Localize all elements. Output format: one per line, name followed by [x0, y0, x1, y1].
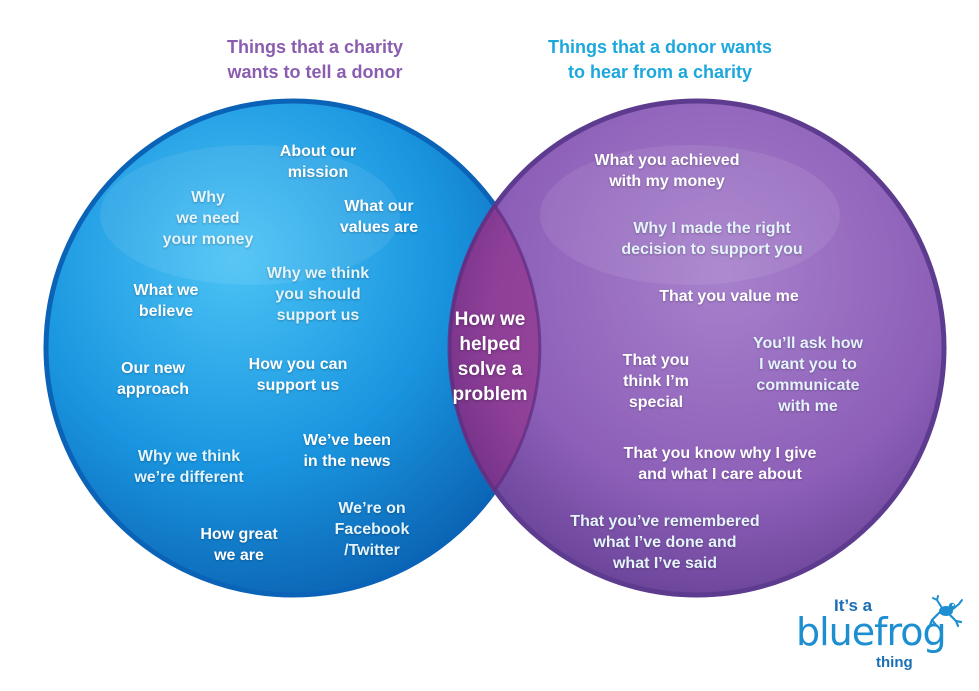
- right-item-value-me: That you value me: [659, 286, 799, 307]
- item-line: That you value me: [659, 288, 799, 305]
- right-item-special: That you think I’m special: [623, 350, 690, 413]
- left-item-believe: What we believe: [134, 280, 199, 322]
- item-line: We’ve been: [303, 432, 391, 449]
- left-shine: [100, 145, 400, 285]
- bluefrog-logo: It’s a bluefrog thing: [790, 595, 970, 681]
- item-line: I want you to: [759, 356, 857, 373]
- item-line: What you achieved: [594, 152, 740, 169]
- right-heading: Things that a donor wants to hear from a…: [510, 35, 810, 85]
- item-line: approach: [116, 381, 190, 398]
- left-item-mission: About our mission: [280, 141, 356, 183]
- item-line: in the news: [303, 453, 391, 470]
- overlap-label: How we helped solve a problem: [453, 307, 528, 407]
- item-line: Facebook: [334, 521, 410, 538]
- item-line: we’re different: [134, 469, 244, 486]
- right-item-achieved: What you achieved with my money: [595, 150, 740, 192]
- left-item-how-great: How great we are: [200, 524, 277, 566]
- item-line: values are: [339, 219, 419, 236]
- item-line: support us: [256, 377, 340, 394]
- item-line: We’re on: [338, 500, 406, 517]
- item-line: decision to support you: [621, 241, 803, 258]
- item-line: Why: [191, 189, 225, 206]
- logo-main-text: bluefrog: [796, 610, 947, 654]
- logo-bottom-text: thing: [876, 654, 913, 671]
- item-line: we are: [214, 547, 264, 564]
- left-item-news: We’ve been in the news: [303, 430, 391, 472]
- item-line: What we: [133, 282, 199, 299]
- left-heading: Things that a charity wants to tell a do…: [180, 35, 450, 85]
- item-line: Why we think: [137, 448, 241, 465]
- item-line: Our new: [120, 360, 186, 377]
- left-heading-line: wants to tell a donor: [227, 62, 403, 82]
- item-line: That you: [622, 352, 690, 369]
- item-line: How we: [454, 309, 526, 330]
- left-item-different: Why we think we’re different: [134, 446, 243, 488]
- item-line: Why we think: [266, 265, 370, 282]
- item-line: what I’ve done and: [593, 534, 737, 551]
- right-item-communicate: You’ll ask how I want you to communicate…: [753, 333, 863, 417]
- item-line: with my money: [609, 173, 725, 190]
- item-line: you should: [275, 286, 361, 303]
- item-line: your money: [162, 231, 254, 248]
- item-line: About our: [279, 143, 357, 160]
- overlap-outline: [448, 203, 542, 493]
- item-line: solve a: [457, 359, 523, 380]
- left-item-social: We’re on Facebook /Twitter: [335, 498, 410, 561]
- item-line: /Twitter: [344, 542, 400, 559]
- item-line: That you know why I give: [623, 445, 817, 462]
- left-item-values: What our values are: [340, 196, 418, 238]
- right-heading-line: to hear from a charity: [567, 62, 753, 82]
- item-line: communicate: [756, 377, 860, 394]
- item-line: How great: [200, 526, 278, 543]
- right-shine: [540, 145, 840, 285]
- item-line: That you’ve remembered: [570, 513, 760, 530]
- item-line: and what I care about: [638, 466, 802, 483]
- item-line: How you can: [248, 356, 348, 373]
- item-line: we need: [176, 210, 240, 227]
- logo-top-text: It’s a: [834, 596, 873, 615]
- right-item-why-give: That you know why I give and what I care…: [624, 443, 817, 485]
- item-line: support us: [276, 307, 360, 324]
- item-line: believe: [138, 303, 194, 320]
- right-heading-line: Things that a donor wants: [548, 37, 772, 57]
- item-line: special: [628, 394, 684, 411]
- left-item-new-approach: Our new approach: [117, 358, 189, 400]
- item-line: Why I made the right: [633, 220, 791, 237]
- item-line: mission: [287, 164, 349, 181]
- left-item-why-money: Why we need your money: [163, 187, 254, 250]
- left-item-how-support: How you can support us: [249, 354, 348, 396]
- left-heading-line: Things that a charity: [226, 37, 404, 57]
- item-line: What our: [344, 198, 414, 215]
- right-item-remembered: That you’ve remembered what I’ve done an…: [570, 511, 759, 574]
- frog-icon: [928, 595, 963, 628]
- item-line: helped: [459, 334, 521, 355]
- item-line: think I’m: [623, 373, 689, 390]
- item-line: problem: [452, 384, 528, 405]
- item-line: You’ll ask how: [753, 335, 863, 352]
- item-line: with me: [778, 398, 838, 415]
- item-line: what I’ve said: [612, 555, 718, 572]
- right-item-right-decision: Why I made the right decision to support…: [621, 218, 802, 260]
- left-item-should-support: Why we think you should support us: [267, 263, 369, 326]
